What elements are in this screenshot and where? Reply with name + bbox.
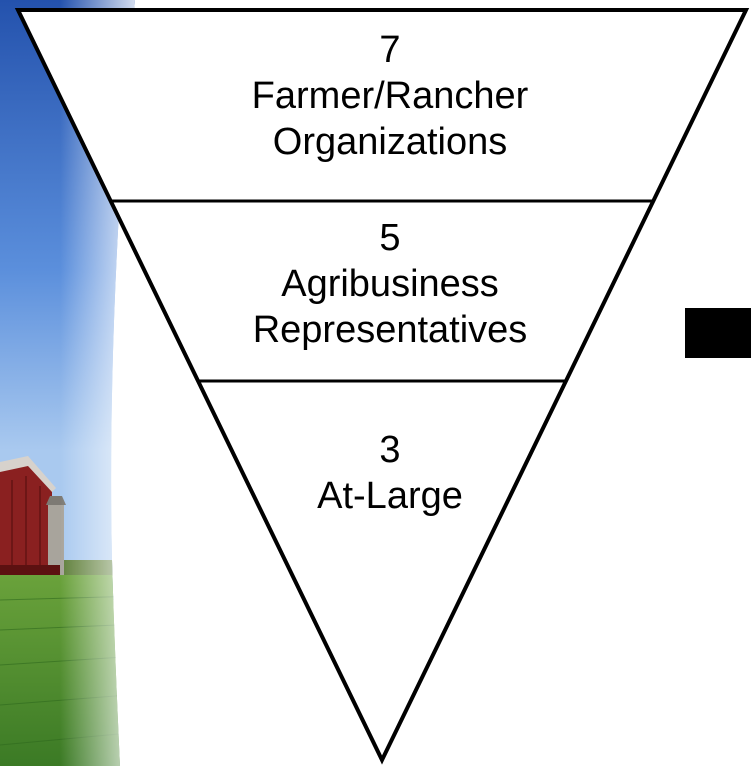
black-square	[685, 308, 751, 358]
tier-count: 7	[379, 29, 401, 71]
tier-farmer-rancher: 7 Farmer/Rancher Organizations	[180, 27, 600, 165]
tier-agribusiness: 5 Agribusiness Representatives	[180, 215, 600, 353]
tier-count: 5	[379, 217, 401, 259]
funnel-outline	[14, 8, 750, 765]
tier-label-line1: At-Large	[317, 475, 463, 517]
tier-label-line1: Agribusiness	[281, 263, 499, 305]
tier-at-large: 3 At-Large	[180, 427, 600, 519]
tier-label-line2: Representatives	[252, 309, 528, 351]
tier-count: 3	[379, 429, 401, 471]
tier-label-line2: Organizations	[272, 121, 508, 163]
membership-funnel	[14, 8, 750, 765]
barn-icon	[0, 456, 66, 575]
tier-label-line1: Farmer/Rancher	[251, 75, 529, 117]
